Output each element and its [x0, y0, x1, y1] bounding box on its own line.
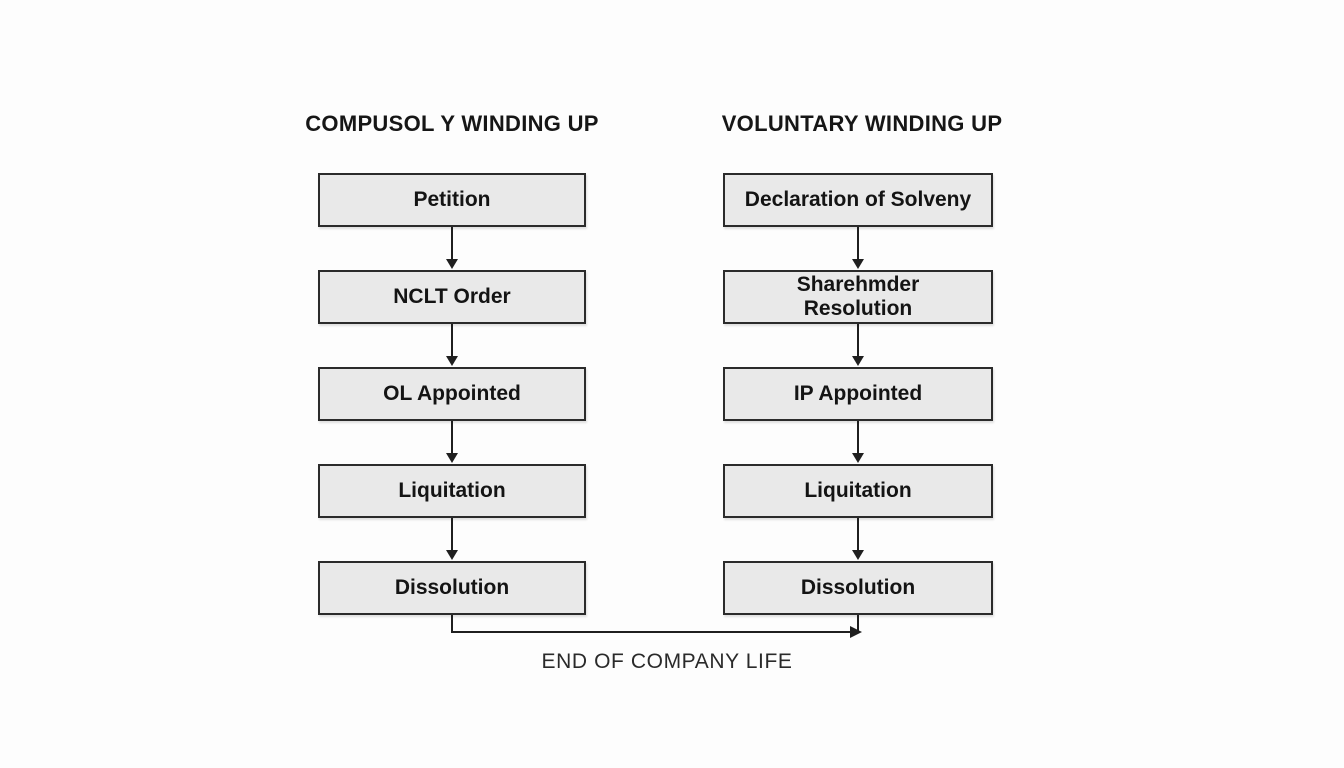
- down-arrow-icon: [451, 518, 453, 551]
- column-title-compulsory-winding-up: COMPUSOL Y WINDING UP: [305, 111, 599, 136]
- down-arrow-icon: [857, 421, 859, 454]
- flow-box-declaration-of-solvency: Declaration of Solveny: [723, 173, 993, 227]
- flow-box-liquidation-right: Liquitation: [723, 464, 993, 518]
- down-arrow-icon: [857, 324, 859, 357]
- flow-box-nclt-order: NCLT Order: [318, 270, 586, 324]
- flow-box-ip-appointed: IP Appointed: [723, 367, 993, 421]
- down-arrow-icon: [857, 227, 859, 260]
- down-arrow-icon: [451, 227, 453, 260]
- down-arrow-icon: [451, 421, 453, 454]
- connector-line: [451, 631, 851, 633]
- down-arrow-icon: [857, 518, 859, 551]
- flow-box-dissolution-right: Dissolution: [723, 561, 993, 615]
- flow-box-ol-appointed: OL Appointed: [318, 367, 586, 421]
- column-title-voluntary-winding-up: VOLUNTARY WINDING UP: [721, 111, 1003, 136]
- connector-line: [451, 615, 453, 633]
- end-of-company-life-label: END OF COMPANY LIFE: [541, 650, 793, 673]
- down-arrow-icon: [451, 324, 453, 357]
- connector-line: [857, 615, 859, 632]
- flow-box-petition: Petition: [318, 173, 586, 227]
- right-arrow-icon: [850, 626, 862, 638]
- flow-box-shareholder-resolution: Sharehmder Resolution: [723, 270, 993, 324]
- flow-box-liquidation-left: Liquitation: [318, 464, 586, 518]
- flow-box-dissolution-left: Dissolution: [318, 561, 586, 615]
